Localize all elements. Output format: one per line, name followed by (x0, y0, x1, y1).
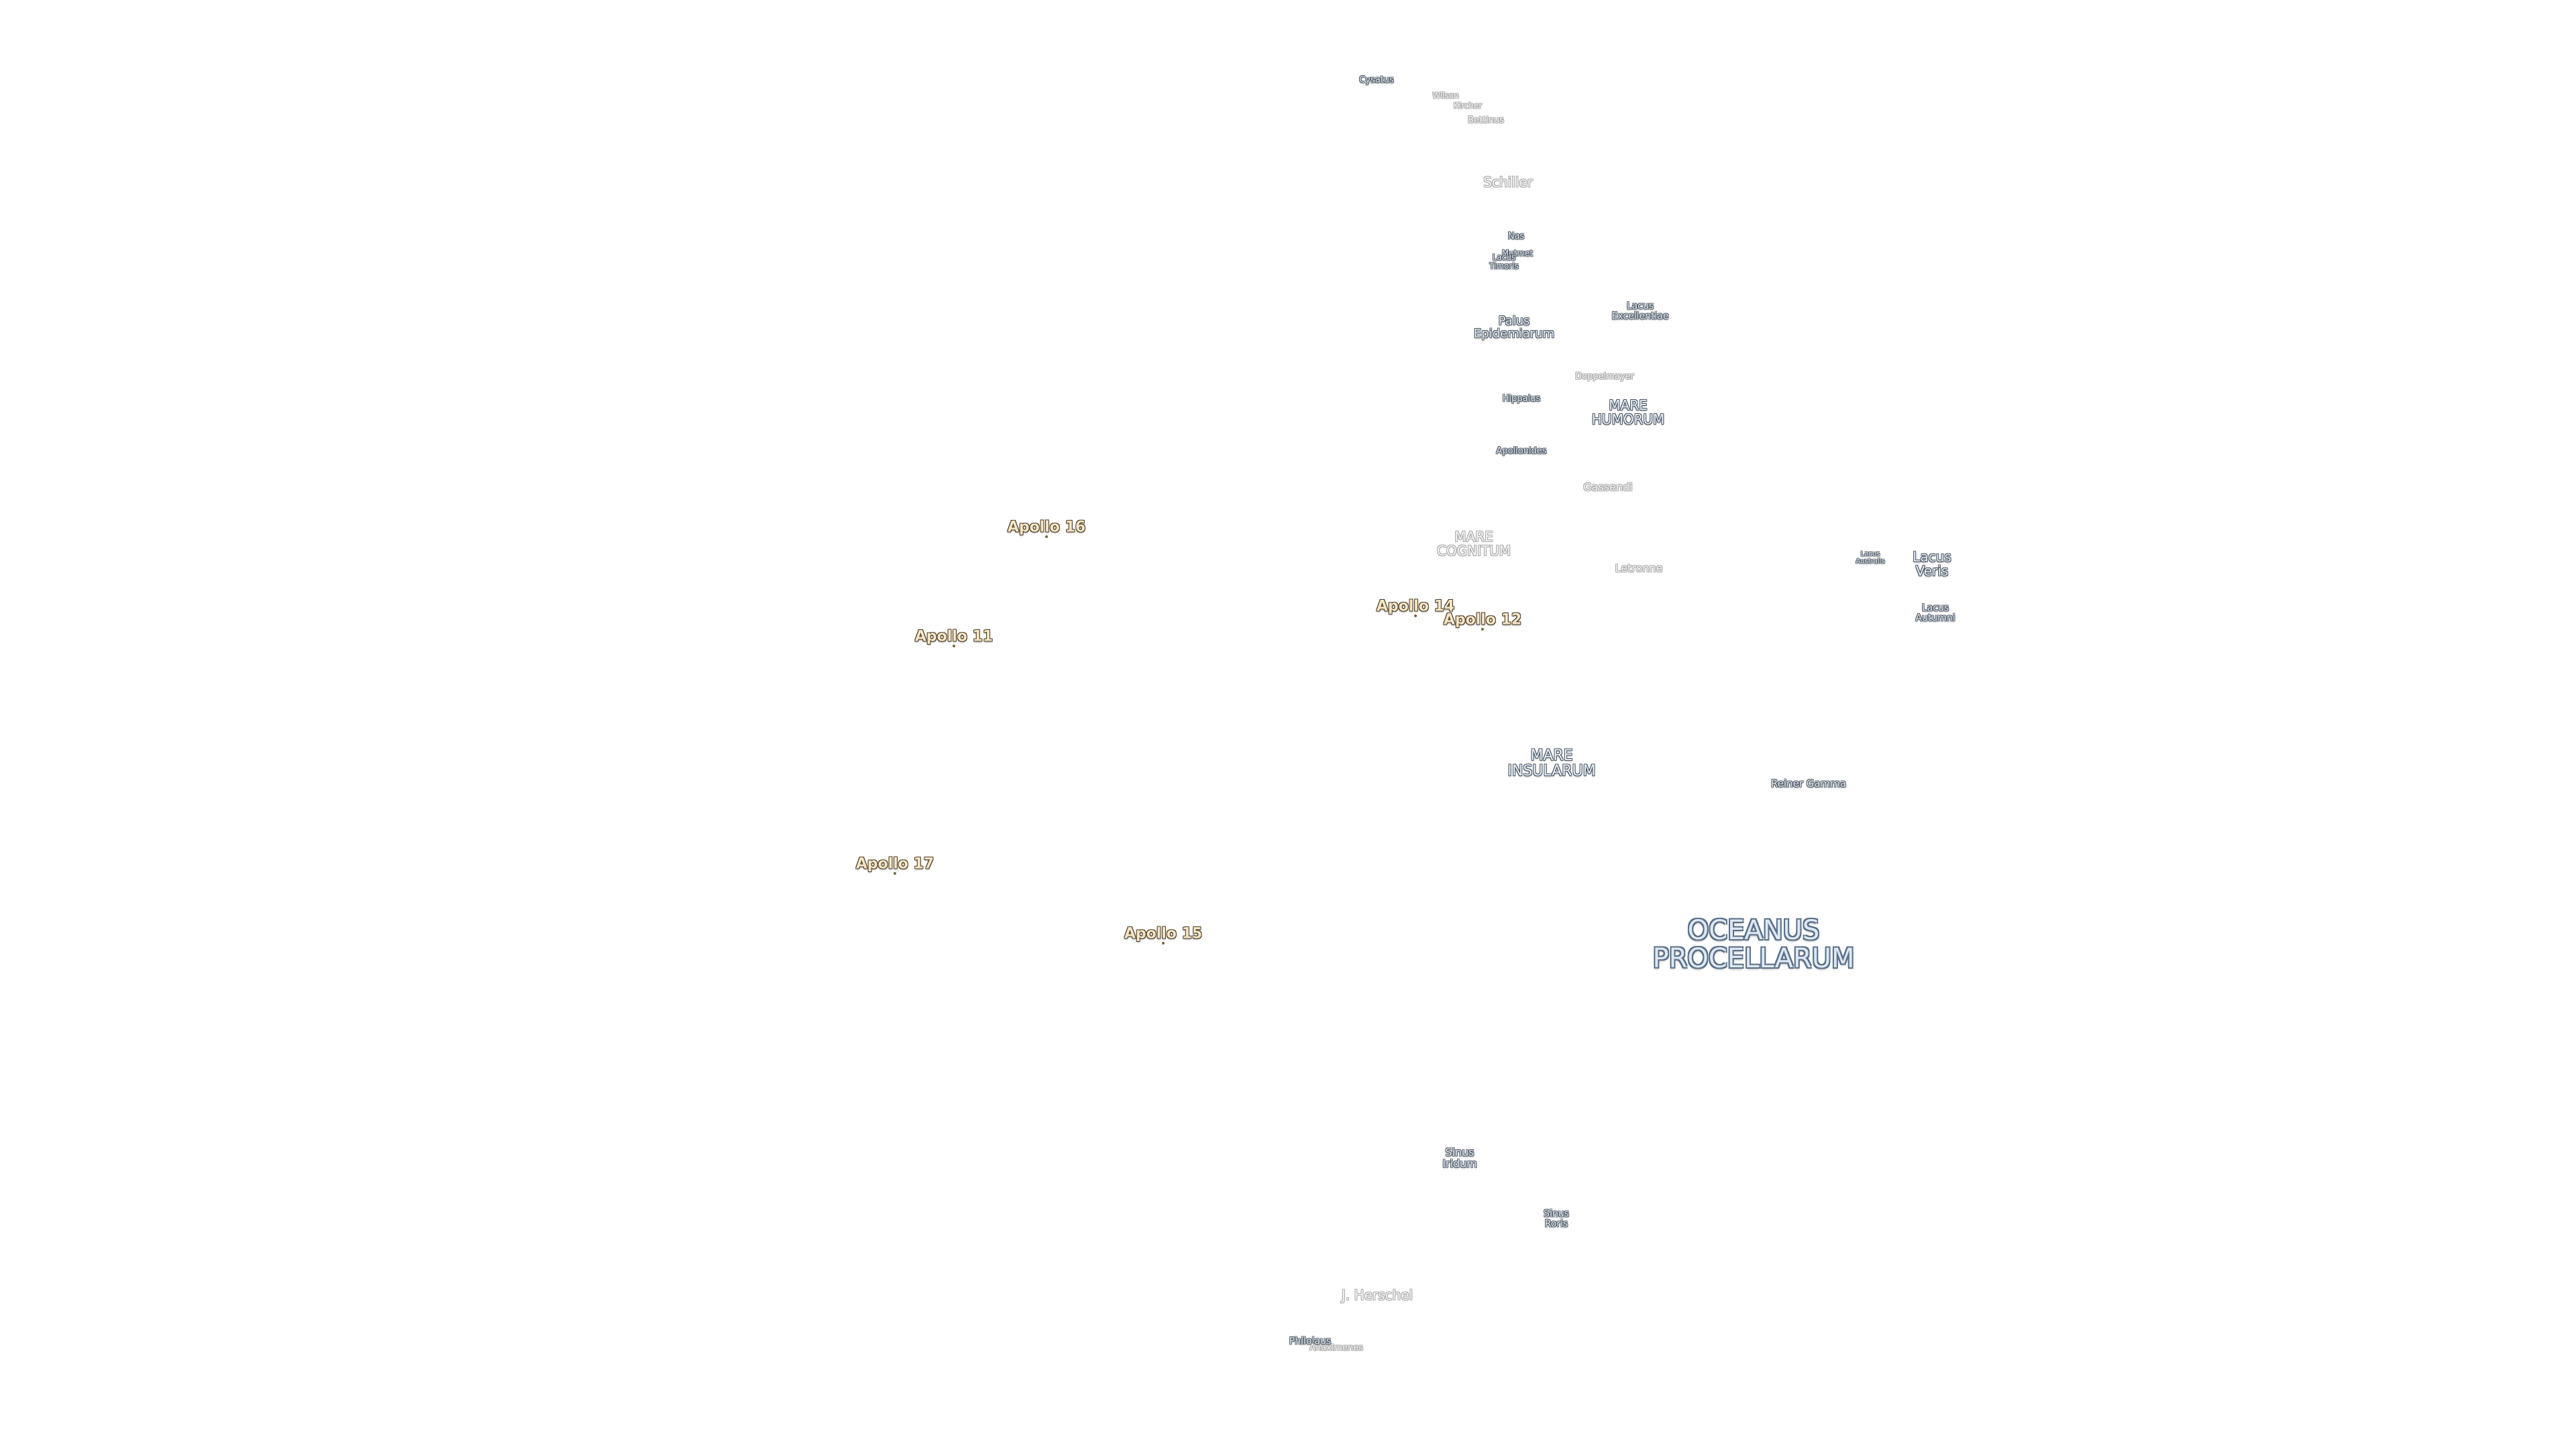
label-gassendi[interactable]: Gassendi (1583, 480, 1633, 494)
label-palus-epidemiarum[interactable]: Palus Epidemiarum (1473, 314, 1555, 341)
marker-apollo-14[interactable] (1414, 614, 1417, 617)
label-oceanus-procellarum[interactable]: OCEANUS PROCELLARUM (1652, 915, 1855, 974)
label-apollo-15[interactable]: Apollo 15 (1124, 925, 1203, 943)
label-lacus-veris[interactable]: Lacus Veris (1913, 549, 1951, 579)
label-apollo-14[interactable]: Apollo 14 (1376, 598, 1455, 615)
label-mare-cognitum[interactable]: MARE COGNITUM (1436, 529, 1511, 559)
label-mutmet[interactable]: Mutmet (1501, 248, 1534, 258)
marker-apollo-11[interactable] (953, 645, 955, 647)
label-philolaus[interactable]: Philolaus (1289, 1336, 1332, 1347)
label-nasmyth[interactable]: Nas (1507, 231, 1525, 242)
label-bettinus[interactable]: Bettinus (1468, 115, 1504, 126)
label-mare-humorum[interactable]: MARE HUMORUM (1591, 397, 1665, 427)
label-cysatus[interactable]: Cysatus (1359, 75, 1394, 86)
label-apollo-11[interactable]: Apollo 11 (914, 628, 994, 645)
label-j-herschel[interactable]: J. Herschel (1341, 1287, 1413, 1303)
label-letronne[interactable]: Letronne (1615, 561, 1663, 575)
label-apollonides[interactable]: Apollonides (1496, 446, 1547, 457)
label-lacus-excellentiae[interactable]: Lacus Excellentiae (1611, 301, 1669, 321)
label-anaximenes[interactable]: Anaximenes (1309, 1343, 1364, 1354)
label-lacus-australis[interactable]: Lacus Australis (1856, 550, 1885, 565)
label-sinus-roris[interactable]: Sinus Roris (1544, 1208, 1569, 1229)
label-apollo-16[interactable]: Apollo 16 (1007, 519, 1086, 536)
marker-apollo-15[interactable] (1162, 942, 1165, 945)
label-wilson[interactable]: Wilson (1432, 91, 1459, 101)
label-schiller[interactable]: Schiller (1483, 174, 1533, 191)
marker-apollo-16[interactable] (1045, 535, 1048, 538)
label-mare-insularum[interactable]: MARE INSULARUM (1507, 747, 1596, 780)
marker-apollo-12[interactable] (1481, 628, 1484, 631)
label-lacus-autumni[interactable]: Lacus Autumni (1915, 602, 1955, 623)
label-apollo-12[interactable]: Apollo 12 (1443, 611, 1522, 629)
label-lacus-timoris[interactable]: Lacus Timoris (1489, 252, 1519, 270)
marker-apollo-17[interactable] (894, 872, 896, 875)
label-sinus-iridum[interactable]: Sinus Iridum (1442, 1146, 1477, 1170)
label-kircher[interactable]: Kircher (1453, 101, 1483, 111)
label-reiner-gamma[interactable]: Reiner Gamma (1770, 777, 1847, 790)
label-hippalus[interactable]: Hippalus (1502, 394, 1541, 405)
label-apollo-17[interactable]: Apollo 17 (855, 855, 934, 873)
label-doppelmayer[interactable]: Doppelmayer (1575, 372, 1634, 382)
